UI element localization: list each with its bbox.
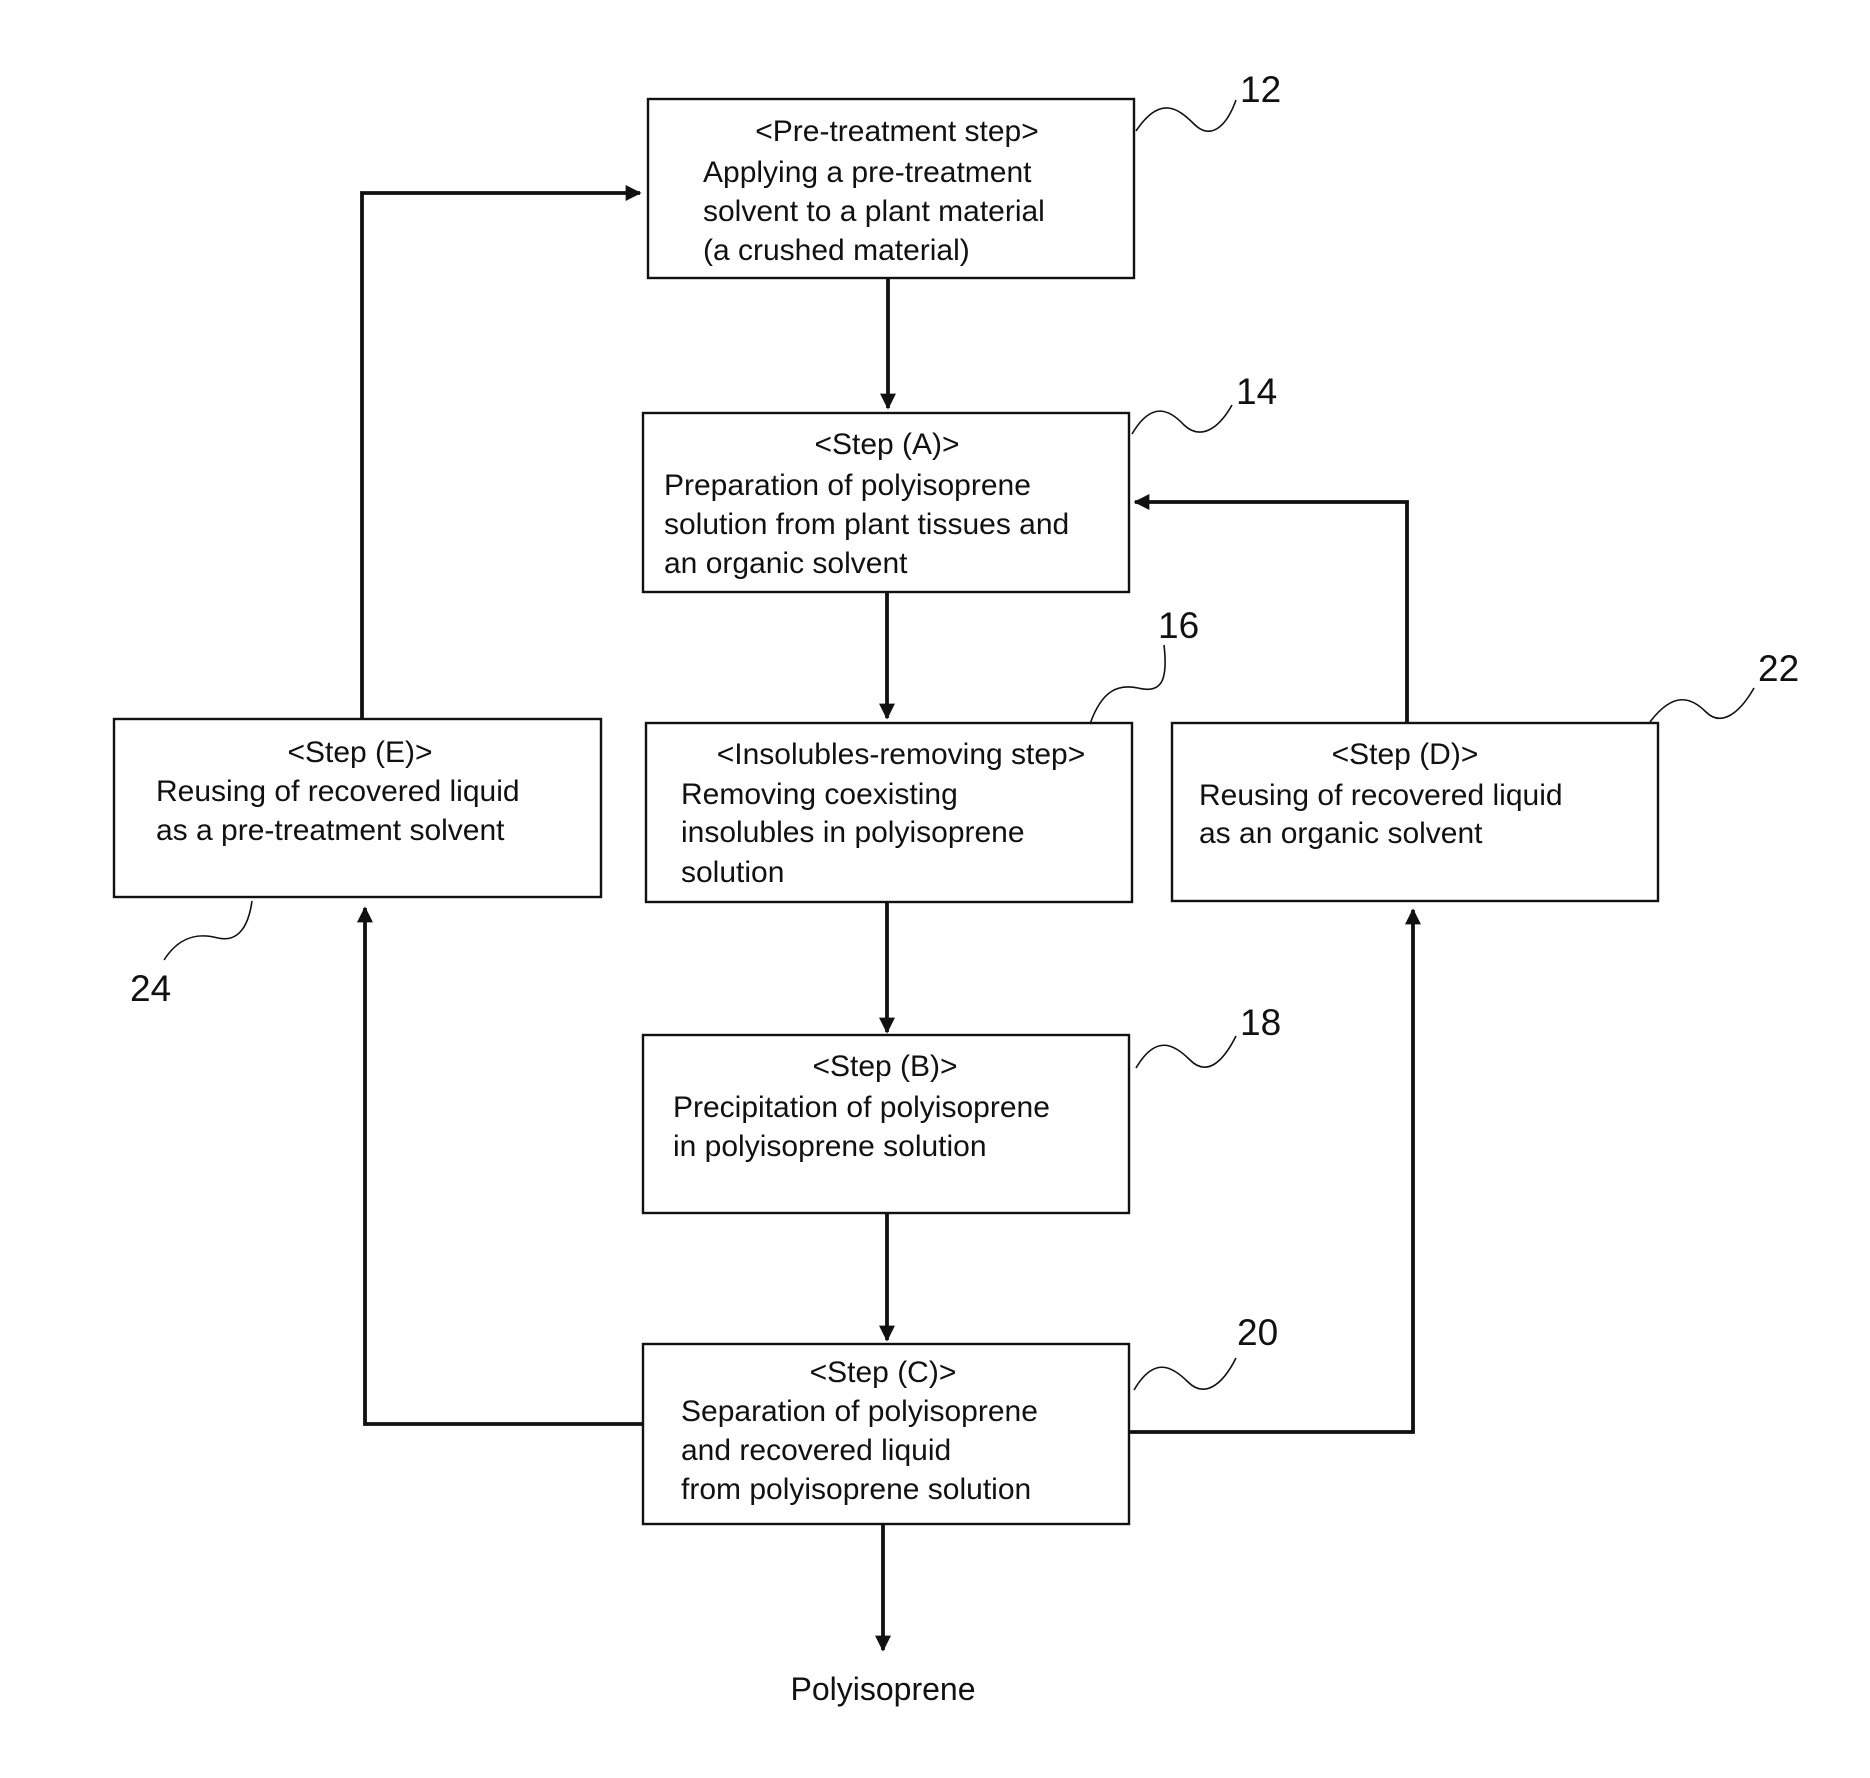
step-d-box: <Step (D)> Reusing of recovered liquid a…: [1172, 723, 1658, 901]
ref-numeral: 12: [1240, 69, 1281, 110]
box-line: Precipitation of polyisoprene: [673, 1091, 1050, 1124]
box-line: Reusing of recovered liquid: [1199, 779, 1563, 812]
step-c-box: <Step (C)> Separation of polyisoprene an…: [643, 1344, 1129, 1524]
box-line: solvent to a plant material: [703, 195, 1045, 228]
box-title: <Step (D)>: [1332, 738, 1479, 771]
box-title: <Step (E)>: [287, 736, 432, 769]
box-line: solution: [681, 856, 784, 889]
ref-numeral: 16: [1158, 605, 1199, 646]
box-line: Separation of polyisoprene: [681, 1395, 1038, 1428]
pretreatment-step-box: <Pre-treatment step> Applying a pre-trea…: [648, 99, 1134, 278]
box-title: <Insolubles-removing step>: [717, 738, 1086, 771]
leader-18: [1136, 1036, 1236, 1068]
box-title: <Pre-treatment step>: [755, 115, 1038, 148]
arrow-step-c-to-step-d: [1129, 910, 1413, 1432]
step-a-box: <Step (A)> Preparation of polyisoprene s…: [643, 413, 1129, 592]
box-line: from polyisoprene solution: [681, 1473, 1031, 1506]
box-title: <Step (C)>: [810, 1356, 957, 1389]
box-title: <Step (B)>: [812, 1050, 957, 1083]
arrow-step-c-to-step-e: [365, 908, 643, 1424]
box-line: as an organic solvent: [1199, 817, 1483, 850]
box-line: Preparation of polyisoprene: [664, 469, 1031, 502]
box-line: as a pre-treatment solvent: [156, 814, 505, 847]
step-e-box: <Step (E)> Reusing of recovered liquid a…: [114, 719, 601, 897]
insolubles-removing-step-box: <Insolubles-removing step> Removing coex…: [646, 723, 1132, 902]
box-line: insolubles in polyisoprene: [681, 816, 1025, 849]
box-line: in polyisoprene solution: [673, 1130, 987, 1163]
step-b-box: <Step (B)> Precipitation of polyisoprene…: [643, 1035, 1129, 1213]
arrow-step-e-to-pretreatment: [362, 193, 640, 718]
ref-numeral: 24: [130, 968, 171, 1009]
box-title: <Step (A)>: [814, 428, 959, 461]
box-line: Applying a pre-treatment: [703, 156, 1032, 189]
leader-24: [164, 901, 252, 960]
box-line: (a crushed material): [703, 234, 970, 267]
box-line: and recovered liquid: [681, 1434, 951, 1467]
ref-numeral: 18: [1240, 1002, 1281, 1043]
box-line: an organic solvent: [664, 547, 908, 580]
box-line: solution from plant tissues and: [664, 508, 1069, 541]
leader-14: [1132, 405, 1232, 434]
leader-22: [1650, 688, 1754, 722]
leader-12: [1136, 100, 1236, 131]
ref-numeral: 20: [1237, 1312, 1278, 1353]
leader-20: [1134, 1358, 1236, 1390]
box-line: Removing coexisting: [681, 778, 958, 811]
ref-numeral: 22: [1758, 648, 1799, 689]
output-label: Polyisoprene: [791, 1671, 976, 1707]
ref-numeral: 14: [1236, 371, 1277, 412]
leader-16: [1090, 645, 1165, 724]
box-line: Reusing of recovered liquid: [156, 775, 520, 808]
